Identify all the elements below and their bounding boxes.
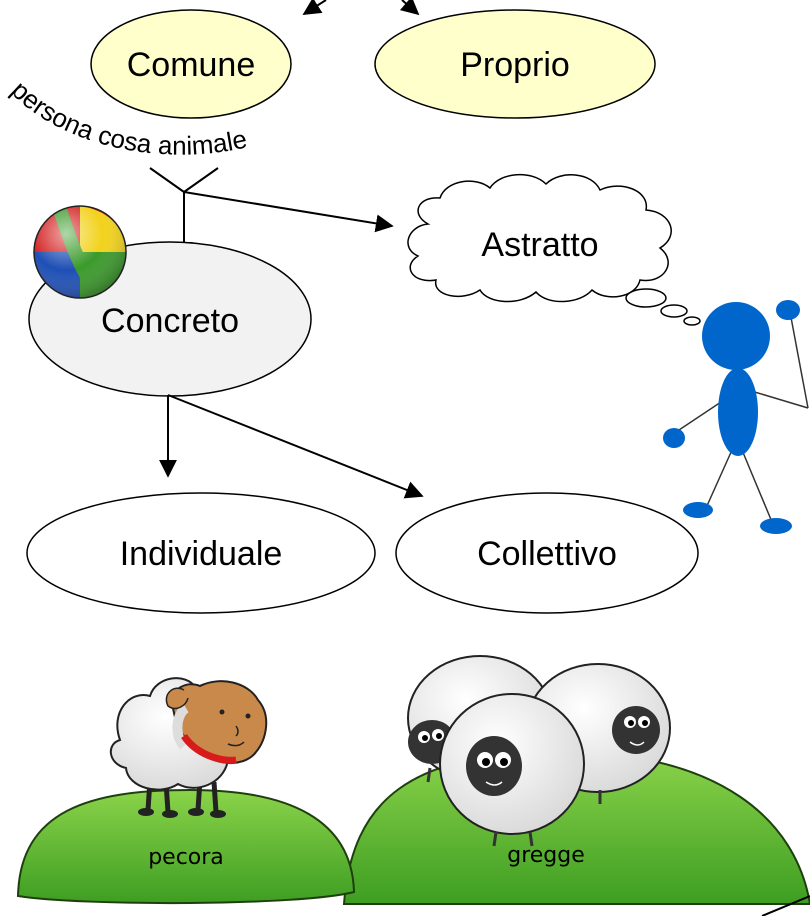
node-comune: Comune xyxy=(90,9,292,119)
node-proprio-label: Proprio xyxy=(460,46,570,84)
node-comune-label: Comune xyxy=(127,46,256,84)
node-individuale-label: Individuale xyxy=(120,535,283,573)
node-collettivo: Collettivo xyxy=(395,492,699,614)
node-individuale: Individuale xyxy=(26,492,376,614)
ball-icon xyxy=(33,205,127,299)
arrow-to-astratto xyxy=(183,191,394,233)
hill-left-label: pecora xyxy=(148,845,224,870)
arrow-to-proprio xyxy=(399,0,420,16)
hill-right-label: gregge xyxy=(507,843,585,868)
node-proprio: Proprio xyxy=(374,9,656,119)
node-collettivo-label: Collettivo xyxy=(477,535,617,573)
sheep-single xyxy=(110,677,268,818)
arrow-to-collettivo xyxy=(167,394,424,499)
bracket xyxy=(149,167,219,193)
arrow-to-comune xyxy=(302,0,327,15)
node-concreto-label: Concreto xyxy=(101,302,239,340)
sheep-flock: gregge xyxy=(407,655,671,868)
corner-line xyxy=(761,895,810,916)
hill-left: pecora xyxy=(16,788,356,905)
thought-cloud xyxy=(407,173,672,303)
stick-figure-thinking xyxy=(663,300,809,534)
node-astratto: Astratto xyxy=(407,173,701,326)
node-astratto-label: Astratto xyxy=(481,226,598,264)
